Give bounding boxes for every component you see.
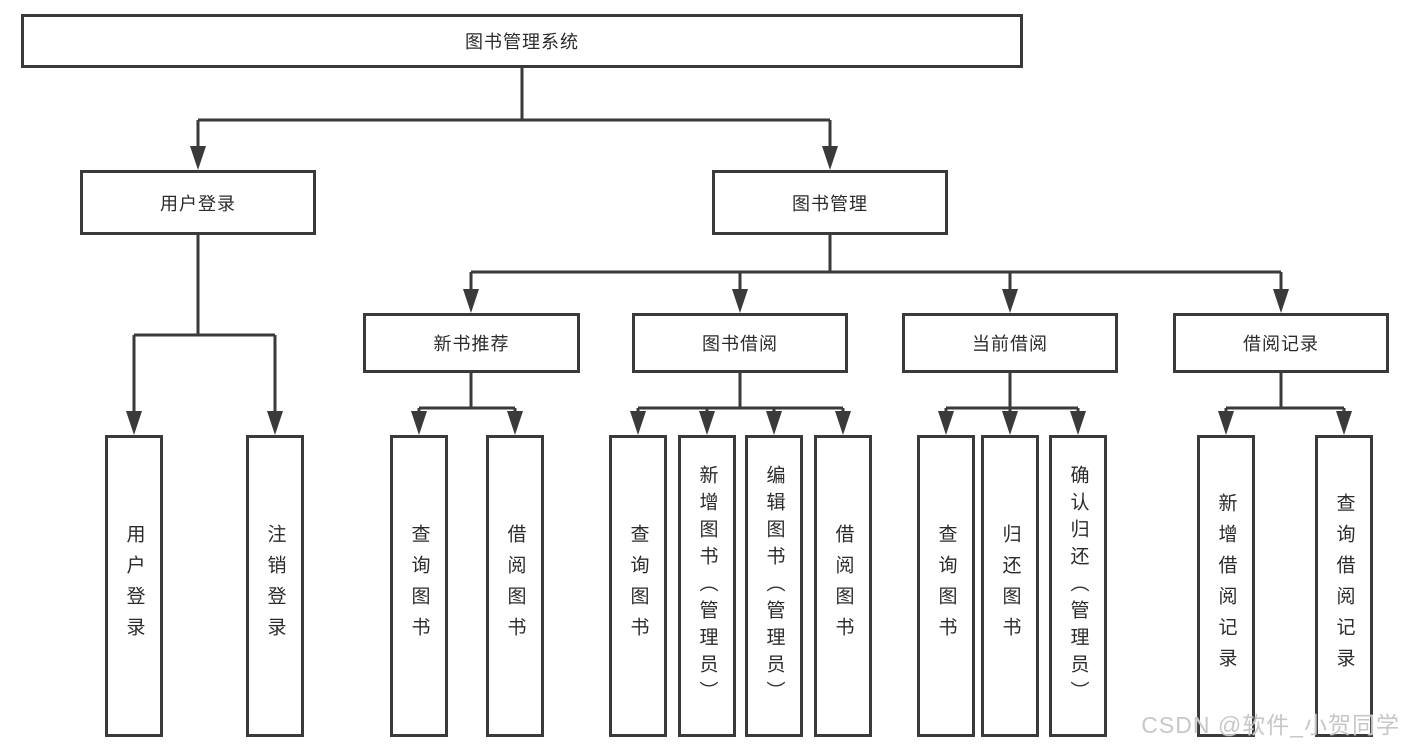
leaf-query-books-borrowing: 查询图书 <box>609 435 667 737</box>
node-label: 用户登录 <box>160 193 236 214</box>
leaf-label: 查询借阅记录 <box>1333 493 1355 679</box>
csdn-watermark: CSDN @软件_小贺同学 <box>1141 712 1400 738</box>
node-book-borrowing: 图书借阅 <box>632 313 848 373</box>
leaf-edit-book-admin: 编辑图书（管理员） <box>745 435 803 737</box>
leaf-query-books-recommend: 查询图书 <box>390 435 448 737</box>
leaf-logout: 注销登录 <box>246 435 304 737</box>
node-current-borrowing: 当前借阅 <box>902 313 1118 373</box>
node-user-login: 用户登录 <box>80 170 316 235</box>
leaf-add-borrow-record: 新增借阅记录 <box>1197 435 1255 737</box>
node-label: 图书借阅 <box>702 334 778 354</box>
leaf-label: 新增图书（管理员） <box>696 464 718 708</box>
leaf-return-books: 归还图书 <box>981 435 1039 737</box>
leaf-user-login: 用户登录 <box>105 435 163 737</box>
leaf-label: 查询图书 <box>935 524 957 648</box>
leaf-label: 编辑图书（管理员） <box>763 464 785 708</box>
node-label: 图书管理系统 <box>465 32 579 52</box>
leaf-borrow-books-borrowing: 借阅图书 <box>814 435 872 737</box>
leaf-query-books-current: 查询图书 <box>917 435 975 737</box>
leaf-label: 用户登录 <box>123 524 145 648</box>
node-new-book-recommendation: 新书推荐 <box>363 313 580 373</box>
node-label: 当前借阅 <box>972 334 1048 354</box>
leaf-label: 查询图书 <box>627 524 649 648</box>
leaf-borrow-books-recommend: 借阅图书 <box>486 435 544 737</box>
node-label: 新书推荐 <box>433 334 510 354</box>
leaf-label: 归还图书 <box>999 524 1021 648</box>
leaf-confirm-return-admin: 确认归还（管理员） <box>1049 435 1107 737</box>
leaf-label: 注销登录 <box>264 524 286 648</box>
leaf-label: 新增借阅记录 <box>1215 493 1237 679</box>
leaf-add-book-admin: 新增图书（管理员） <box>678 435 736 737</box>
node-library-management-system: 图书管理系统 <box>21 14 1023 68</box>
node-borrowing-records: 借阅记录 <box>1173 313 1389 373</box>
leaf-label: 借阅图书 <box>832 524 854 648</box>
node-label: 借阅记录 <box>1243 334 1319 354</box>
leaf-label: 查询图书 <box>408 524 430 648</box>
leaf-label: 借阅图书 <box>504 524 526 648</box>
node-label: 图书管理 <box>792 193 868 214</box>
node-book-management: 图书管理 <box>712 170 948 235</box>
leaf-label: 确认归还（管理员） <box>1067 464 1089 708</box>
leaf-query-borrow-record: 查询借阅记录 <box>1315 435 1373 737</box>
